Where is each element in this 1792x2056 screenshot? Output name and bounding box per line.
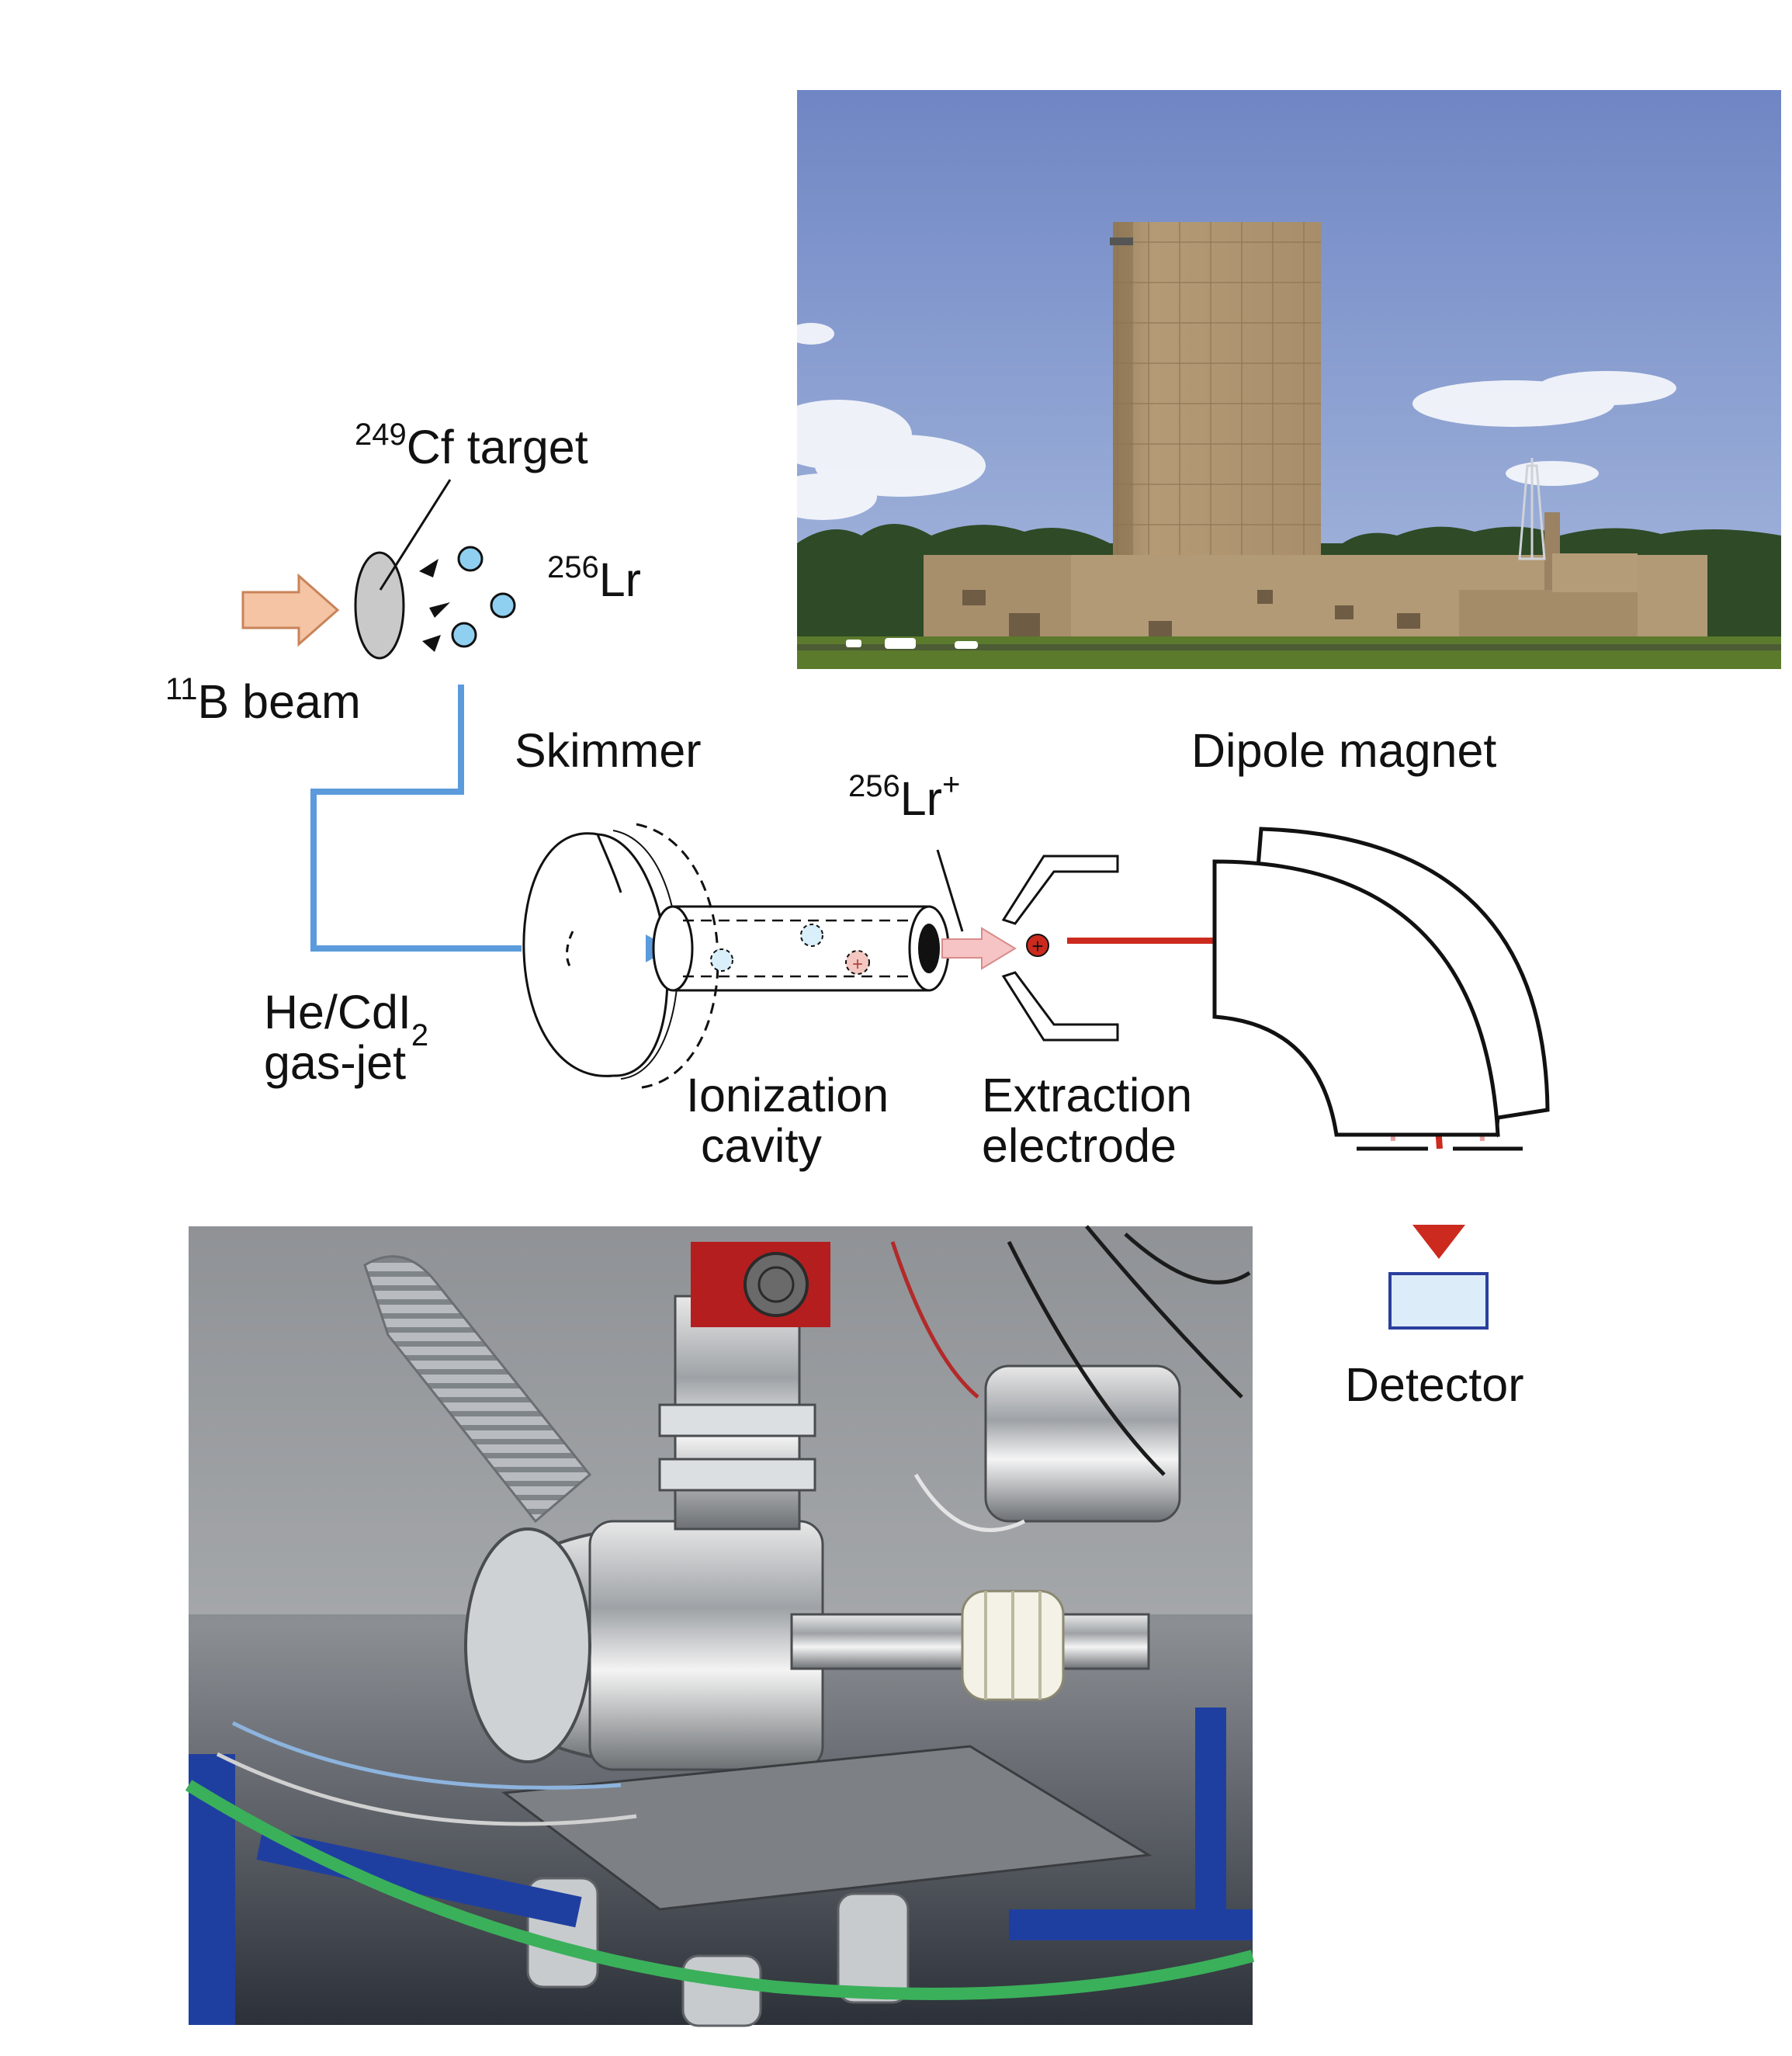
ion-leader-line [936, 849, 964, 932]
extraction-label-line1: Extraction [982, 1069, 1192, 1122]
detector-label: Detector [1345, 1358, 1524, 1411]
target-label: 249Cf target [355, 418, 588, 473]
target-leader-line [379, 479, 452, 591]
dipole-magnet [1212, 827, 1550, 1138]
ground [797, 636, 1781, 669]
ionization-cavity: + [652, 905, 950, 992]
lr-particles [451, 546, 516, 648]
cf-target [354, 551, 405, 660]
ion-arrow [941, 927, 1017, 970]
svg-text:+: + [852, 954, 863, 975]
recoil-arrowheads [419, 559, 450, 652]
building-photo [764, 90, 1781, 669]
green-hose [185, 1780, 1255, 2000]
ionization-cavity-label-line2: cavity [701, 1119, 822, 1172]
bellows-pipe [363, 1255, 592, 1524]
gas-jet-line [310, 685, 522, 952]
platform [501, 1745, 1152, 1911]
insulators [526, 1877, 910, 2027]
side-chamber [984, 1364, 1181, 1523]
detector-arrow [1412, 1225, 1465, 1259]
extraction-label-line2: electrode [982, 1119, 1177, 1172]
detector-box [1388, 1272, 1489, 1330]
ionization-cavity-label-line1: Ionization [686, 1069, 889, 1122]
gas-jet-label-line2: gas-jet [264, 1036, 406, 1089]
blue-frame [189, 1708, 1253, 2025]
beam-arrow [241, 573, 340, 647]
extraction-electrode [1001, 855, 1119, 1042]
skimmer-label: Skimmer [515, 724, 702, 777]
cables [216, 1225, 1251, 1826]
svg-text:+: + [1031, 934, 1043, 958]
product-label: 256Lr [547, 550, 641, 606]
apparatus-photo [185, 1225, 1255, 2027]
gas-jet-label-line1: He/CdI2 [264, 986, 428, 1052]
beam-label: 11B beam [165, 672, 361, 728]
ion-charge [1026, 934, 1049, 957]
dipole-magnet-label: Dipole magnet [1191, 724, 1496, 777]
ion-label: 256Lr+ [848, 768, 960, 825]
